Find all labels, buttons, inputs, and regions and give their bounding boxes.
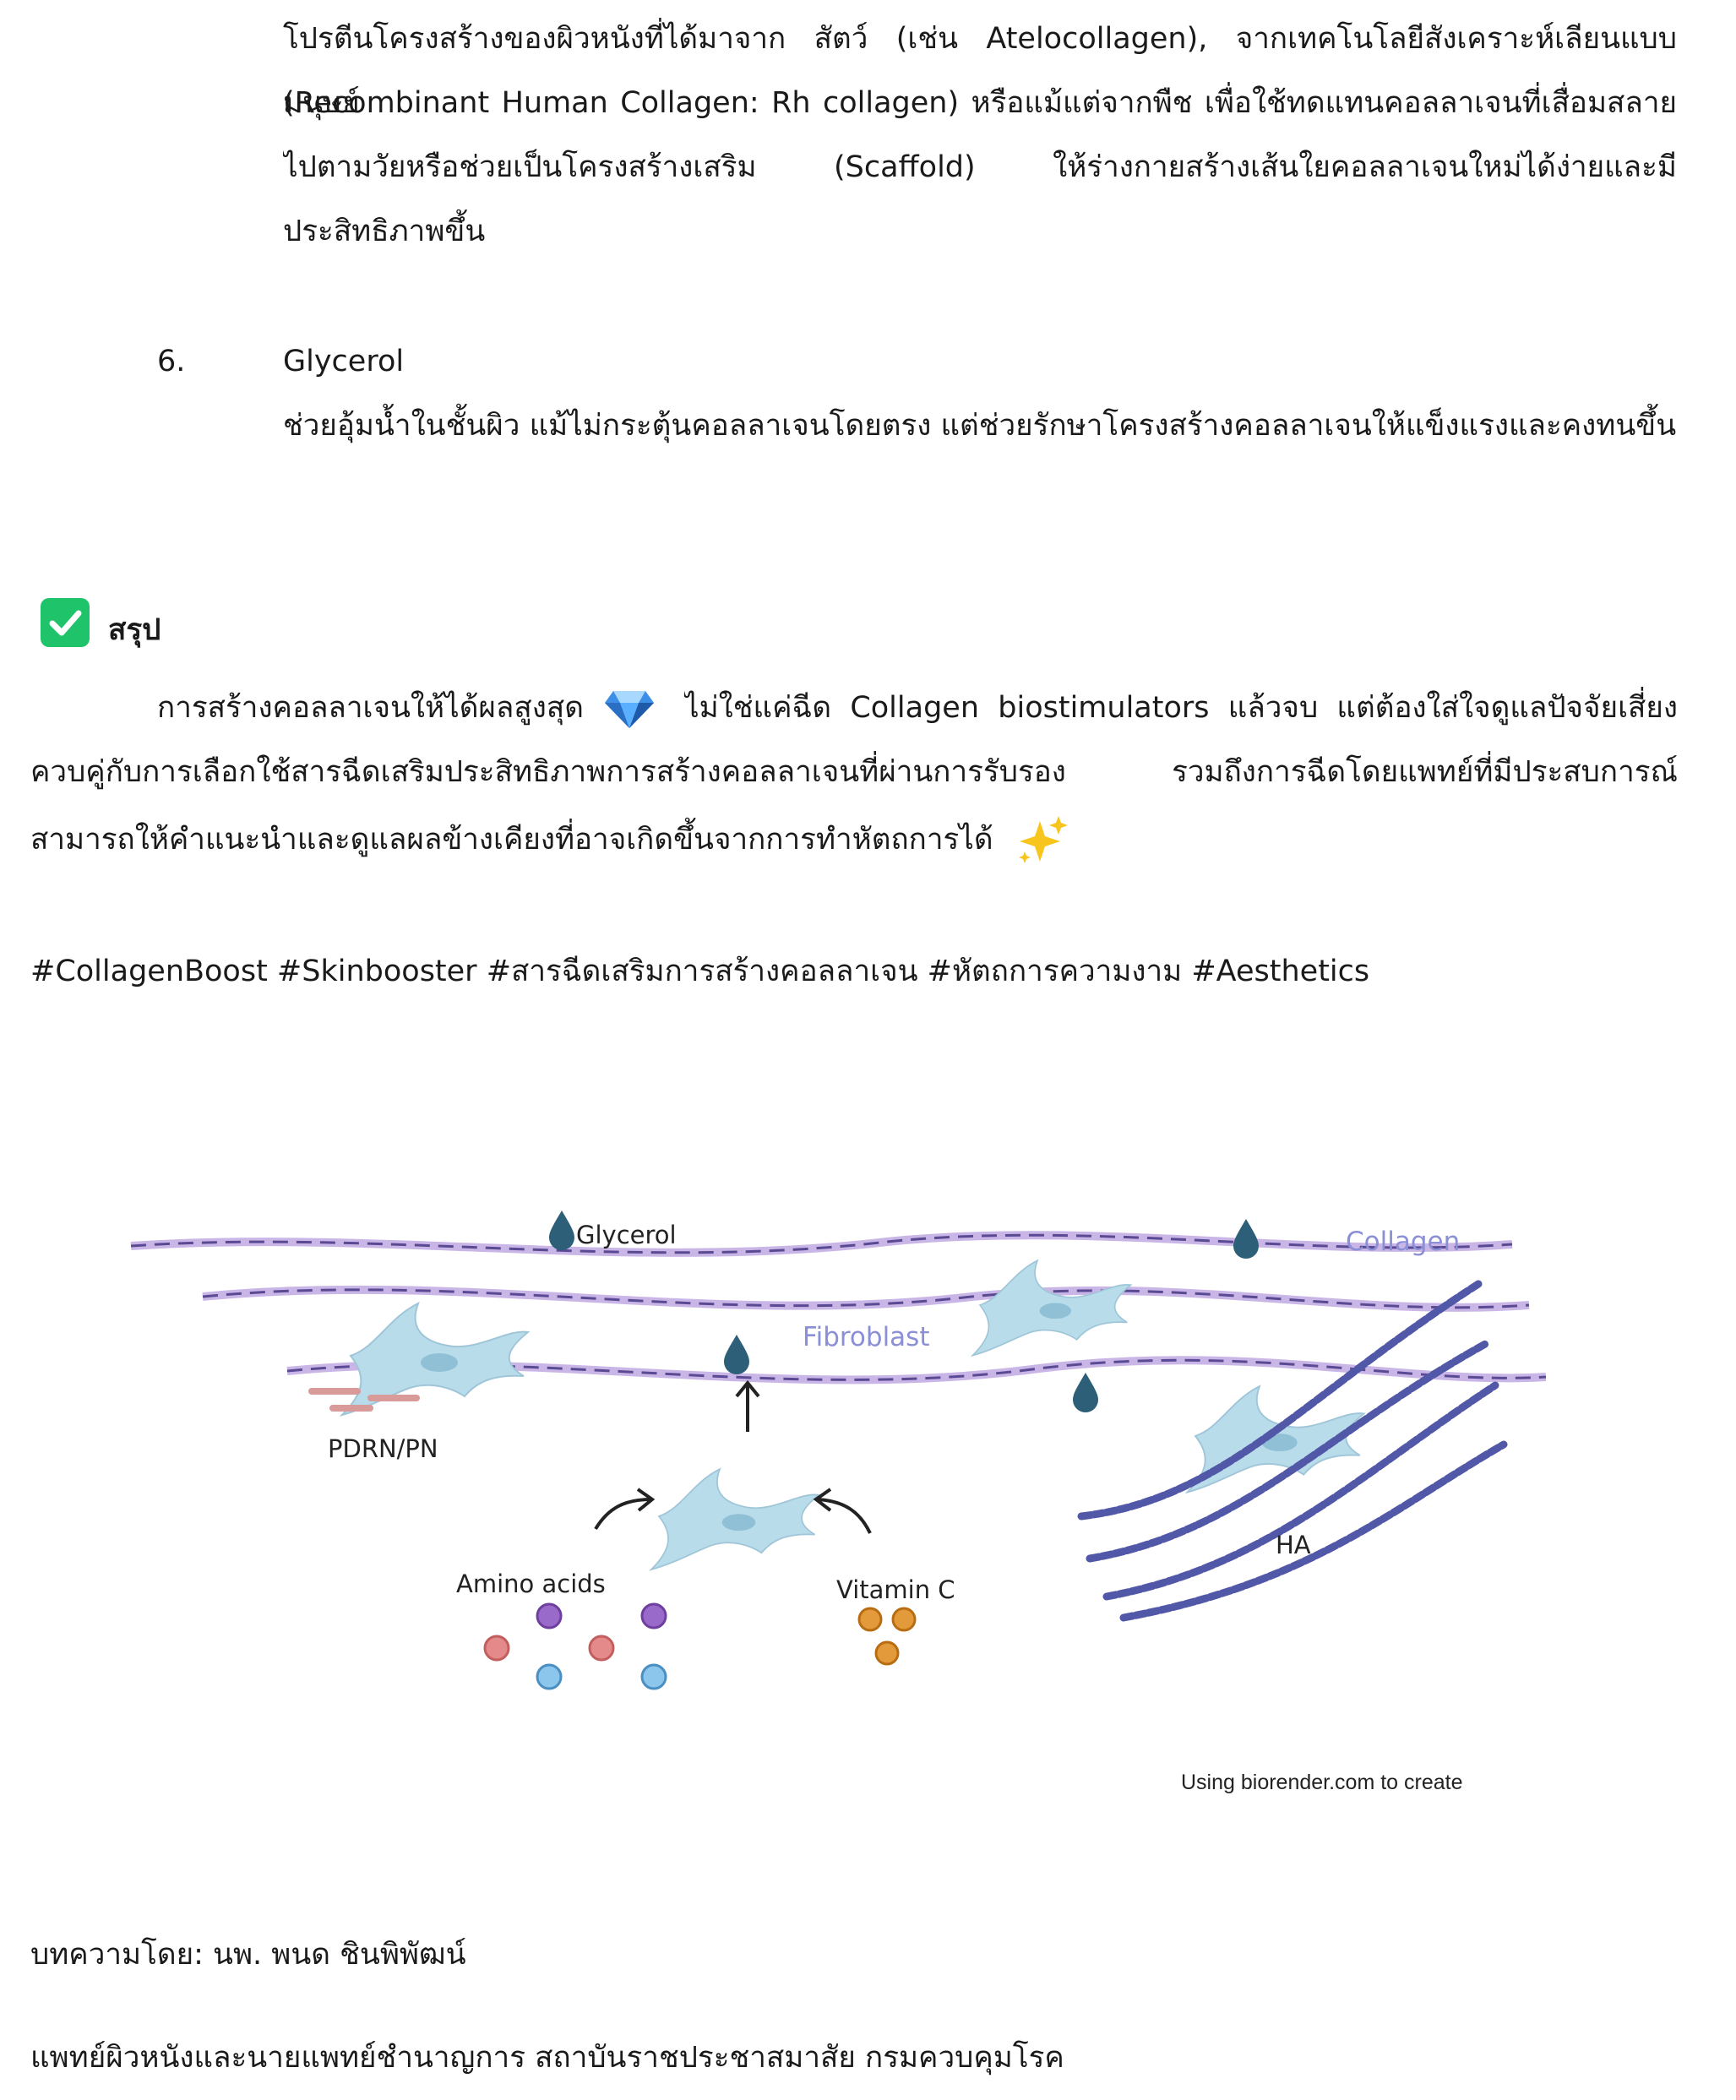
- label-ha: HA: [1276, 1531, 1311, 1559]
- summary-heading: สรุป: [108, 613, 161, 647]
- summary-line-3-wrap: สามารถให้คำแนะนำและดูแลผลข้างเคียงที่อาจ…: [30, 808, 1678, 872]
- figure-credit: Using biorender.com to create: [1181, 1771, 1463, 1794]
- summary-line-1-before: การสร้างคอลลาเจนให้ได้ผลสูงสุด: [157, 691, 584, 725]
- item6-number: 6.: [157, 345, 186, 378]
- item5-line-1: โปรตีนโครงสร้างของผิวหนังที่ได้มาจาก สัต…: [283, 22, 1677, 120]
- summary-line-2: ควบคู่กับการเลือกใช้สารฉีดเสริมประสิทธิภ…: [30, 755, 1678, 789]
- author-byline: บทความโดย: นพ. พนด ชินพิพัฒน์: [30, 1938, 466, 1972]
- item5-line-3: ไปตามวัยหรือช่วยเป็นโครงสร้างเสริม (Scaf…: [283, 150, 1677, 184]
- arrows: [594, 1379, 872, 1534]
- summary-line-1-start: การสร้างคอลลาเจนให้ได้ผลสูงสุด: [157, 676, 666, 740]
- hashtags: #CollagenBoost #Skinbooster #สารฉีดเสริม…: [30, 955, 1370, 988]
- water-drop-icon: [549, 1210, 1259, 1412]
- item6-title: Glycerol: [283, 345, 405, 378]
- sparkles-icon: [1018, 816, 1068, 863]
- author-position: แพทย์ผิวหนังและนายแพทย์ชำนาญการ สถาบันรา…: [30, 2041, 1064, 2075]
- ha-chains: [1077, 1280, 1508, 1622]
- label-fibroblast: Fibroblast: [803, 1322, 930, 1352]
- check-mark-icon: [41, 598, 90, 647]
- collagen-strands: [130, 1231, 1546, 1385]
- item5-line-2: (Recombinant Human Collagen: Rh collagen…: [283, 86, 1677, 120]
- item5-line-4: ประสิทธิภาพขึ้น: [283, 215, 486, 248]
- label-amino-acids: Amino acids: [456, 1570, 606, 1598]
- fibroblast-cell-center: [650, 1468, 819, 1570]
- label-vitamin-c: Vitamin C: [836, 1575, 955, 1604]
- summary-line-3: สามารถให้คำแนะนำและดูแลผลข้างเคียงที่อาจ…: [30, 823, 993, 857]
- label-glycerol: Glycerol: [576, 1221, 677, 1249]
- summary-line-1-after: ไม่ใช่แค่ฉีด Collagen biostimulators แล้…: [684, 691, 1678, 725]
- label-collagen: Collagen: [1346, 1227, 1460, 1257]
- item6-body: ช่วยอุ้มน้ำในชั้นผิว แม้ไม่กระตุ้นคอลลาเ…: [283, 409, 1677, 443]
- gem-icon: [605, 691, 655, 728]
- vitamin-c-dots: [857, 1607, 917, 1666]
- fibroblast-cell-top-right: [971, 1259, 1132, 1357]
- label-pdrn: PDRN/PN: [328, 1434, 438, 1463]
- amino-acid-dots: [483, 1602, 667, 1690]
- pdrn-fragments: [308, 1388, 420, 1412]
- collagen-diagram: Glycerol Collagen Fibroblast PDRN/PN HA …: [130, 1210, 1546, 1794]
